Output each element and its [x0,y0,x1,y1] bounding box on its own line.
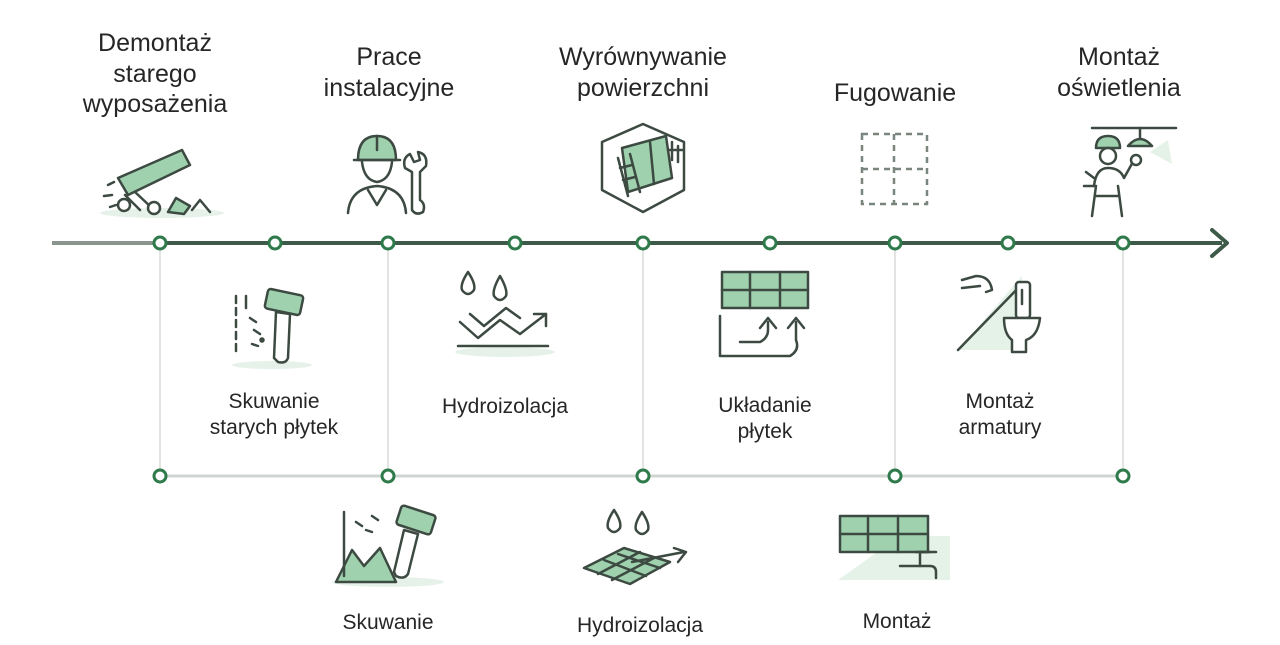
timeline-node [380,468,396,484]
main-axis-nodes [152,235,1131,251]
timeline-node [267,235,283,251]
wall-ladder-icon [600,122,686,214]
guide-lines [159,243,1124,476]
timeline-node [887,468,903,484]
step-label-skuwanie: Skuwanie [342,611,434,634]
timeline-node [762,235,778,251]
timeline-node [635,235,651,251]
lower-line-nodes [152,468,1131,484]
toilet-fixture-icon [956,274,1042,354]
timeline-node [887,235,903,251]
tiles-faucet-icon [838,514,950,580]
timeline-node [635,468,651,484]
tile-laying-icon [718,270,810,358]
step-label-hydroizolacja: Hydroizolacja [441,395,569,418]
debris-icon [100,148,224,218]
worker-wrench-icon [346,134,428,215]
timeline-node [1000,235,1016,251]
hammer-icon [232,287,312,369]
grout-grid-icon [860,132,929,206]
step-label-fugowanie: Fugowanie [833,79,957,107]
hammer-rubble-icon [332,504,444,587]
timeline-arrow-icon [1210,228,1229,258]
timeline-node [152,468,168,484]
timeline-node [507,235,523,251]
waterproofing-icon [455,270,555,357]
timeline-node [380,235,396,251]
timeline-node [1115,235,1131,251]
electrician-lamp-icon [1082,126,1178,218]
timeline-node [152,235,168,251]
waterproofing-floor-icon [582,508,688,586]
timeline-node [1115,468,1131,484]
step-label-hydroizolacja-bottom: Hydroizolacja [576,614,704,637]
step-label-montaz: Montaż [862,610,932,633]
